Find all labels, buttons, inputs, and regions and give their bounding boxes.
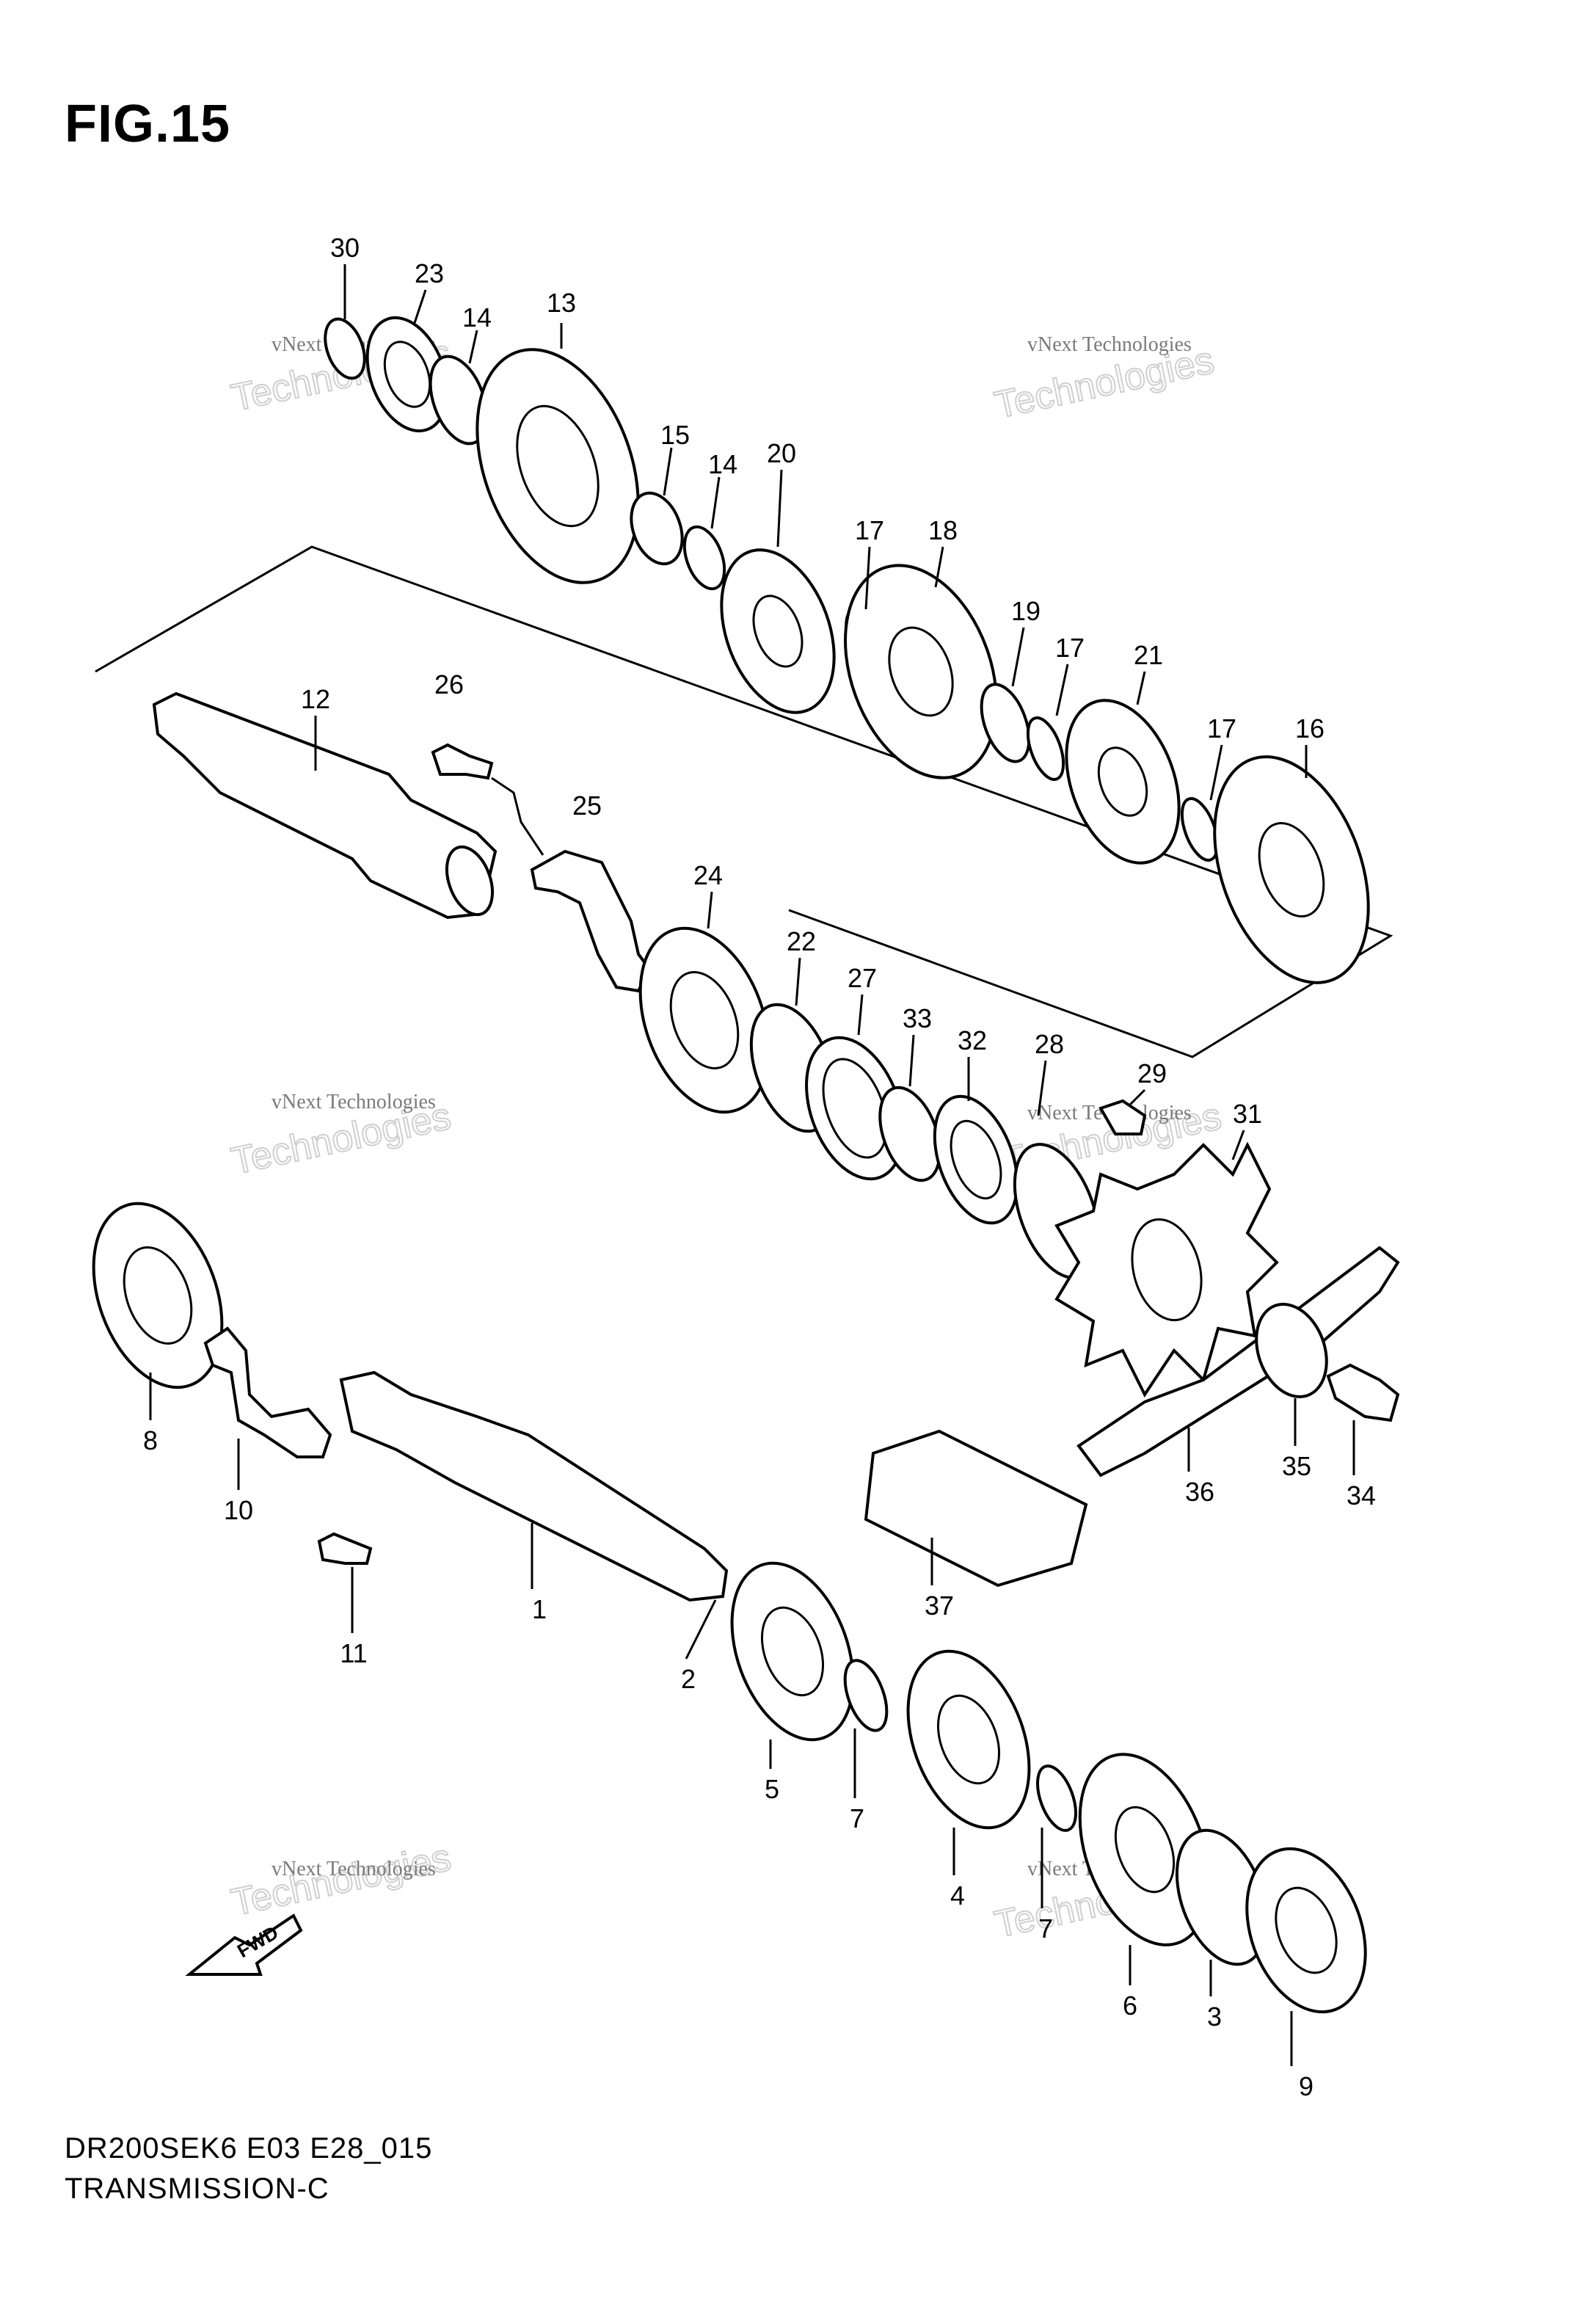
stopper-plate-10	[203, 1326, 332, 1458]
callout-27: 27	[848, 963, 877, 993]
callout-14: 14	[462, 302, 492, 332]
callout-9: 9	[1299, 2071, 1313, 2101]
callout-17: 17	[1055, 633, 1085, 663]
forward-arrow: FWD	[185, 1913, 303, 1976]
callout-21: 21	[1134, 640, 1163, 670]
callout-35: 35	[1282, 1451, 1311, 1481]
model-code: DR200SEK6 E03 E28_015	[65, 2132, 433, 2164]
countershaft-12	[152, 691, 498, 920]
gear-18	[844, 564, 998, 779]
screw-11	[317, 1532, 373, 1565]
callout-11: 11	[340, 1638, 367, 1668]
callout-13: 13	[547, 288, 576, 318]
callout-19: 19	[1011, 596, 1041, 626]
diagram-caption: TRANSMISSION-C	[65, 2173, 329, 2205]
callout-25: 25	[572, 790, 602, 821]
callout-33: 33	[903, 1003, 932, 1033]
sprocket-31	[1054, 1141, 1279, 1397]
output-side-parts	[638, 926, 1147, 1279]
gear-13	[475, 348, 640, 584]
callout-31: 31	[1233, 1099, 1262, 1129]
bolt-29	[1098, 1099, 1147, 1135]
callout-16: 16	[1295, 713, 1324, 744]
watermark-small: vNext Technologies	[272, 1091, 436, 1113]
callout-23: 23	[415, 258, 444, 288]
callout-17: 17	[855, 515, 884, 545]
stopper-plate-25	[530, 849, 652, 993]
callout-12: 12	[301, 684, 330, 714]
callout-17: 17	[1207, 713, 1236, 744]
callout-8: 8	[143, 1425, 158, 1455]
callout-26: 26	[434, 669, 464, 699]
washer-14	[682, 525, 726, 591]
circlip-30	[324, 317, 366, 380]
washer-35	[1255, 1303, 1328, 1398]
bearing-8	[92, 1202, 224, 1389]
callout-5: 5	[765, 1774, 779, 1804]
callout-24: 24	[693, 860, 723, 890]
assembly-boundary	[95, 545, 1393, 1058]
chain-joint-37	[864, 1429, 1088, 1588]
gear-21	[1065, 699, 1181, 865]
gear-16	[1213, 755, 1370, 984]
callout-20: 20	[767, 438, 796, 468]
driveshaft-1	[339, 1370, 729, 1602]
callout-29: 29	[1137, 1058, 1167, 1088]
driveshaft-parts	[92, 1202, 1367, 2014]
circlip-7	[843, 1659, 889, 1732]
callout-6: 6	[1123, 1991, 1137, 2021]
callout-34: 34	[1347, 1480, 1376, 1511]
callout-3: 3	[1207, 2002, 1222, 2032]
watermark-small: vNext Technologies	[1027, 333, 1192, 356]
bearing-24	[638, 926, 770, 1114]
chain-36	[1076, 1246, 1400, 1477]
callout-7: 7	[850, 1803, 864, 1833]
callout-4: 4	[950, 1880, 965, 1911]
gear-4	[906, 1649, 1031, 1830]
callout-15: 15	[660, 420, 690, 450]
figure-title: FIG.15	[65, 95, 231, 153]
callout-labels: 30 23 14 13 15 14 20 17 18 19 17 21 17 1…	[143, 233, 1376, 2101]
screw-26	[431, 743, 494, 780]
callout-30: 30	[330, 233, 360, 263]
callout-10: 10	[224, 1495, 253, 1525]
needle-bearing-15	[630, 491, 684, 566]
gear-20	[720, 548, 836, 714]
washer-19	[980, 683, 1031, 763]
circlip-7	[1036, 1764, 1077, 1832]
callout-2: 2	[681, 1664, 696, 1694]
callout-22: 22	[787, 926, 816, 956]
gear-5	[730, 1561, 855, 1742]
watermark-small: vNext Technologies	[272, 1858, 436, 1880]
gear-6	[1078, 1753, 1211, 1946]
leader-lines	[149, 264, 1355, 2066]
callout-18: 18	[928, 515, 958, 545]
sprocket-and-chain	[864, 1141, 1400, 1588]
callout-36: 36	[1185, 1477, 1214, 1507]
callout-14: 14	[708, 449, 737, 479]
callout-7: 7	[1038, 1913, 1053, 1944]
circlip-17	[1026, 716, 1065, 781]
callout-37: 37	[925, 1591, 954, 1621]
callout-32: 32	[958, 1025, 987, 1055]
callout-28: 28	[1035, 1029, 1064, 1059]
bearing-9	[1245, 1847, 1367, 2014]
bolt-34	[1326, 1363, 1400, 1422]
callout-1: 1	[532, 1594, 547, 1624]
countershaft-parts	[324, 316, 1370, 984]
